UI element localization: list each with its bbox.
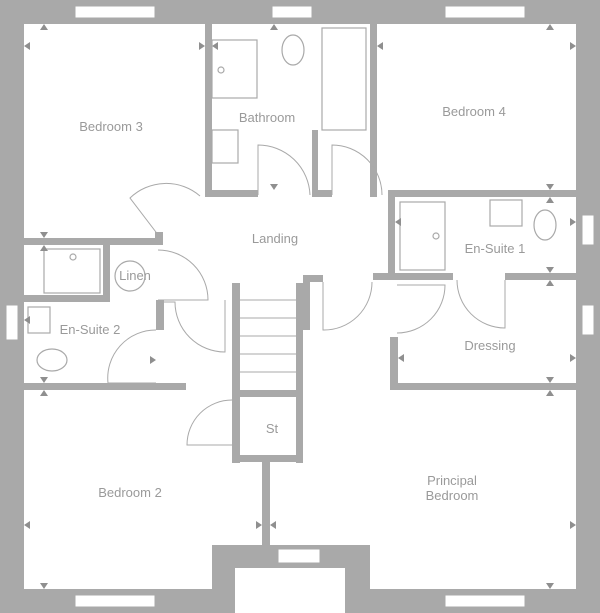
label-linen: Linen bbox=[119, 268, 151, 283]
label-store: St bbox=[266, 421, 279, 436]
toilet bbox=[281, 34, 305, 66]
doors bbox=[107, 144, 506, 446]
label-en-suite-2: En-Suite 2 bbox=[60, 322, 121, 337]
label-bedroom-4: Bedroom 4 bbox=[442, 104, 506, 119]
label-principal-bedroom-line1: Principal bbox=[427, 473, 477, 488]
label-bathroom: Bathroom bbox=[239, 110, 295, 125]
label-bedroom-3: Bedroom 3 bbox=[79, 119, 143, 134]
label-dressing: Dressing bbox=[464, 338, 515, 353]
room-labels: Bedroom 3 Bathroom Bedroom 4 Landing Lin… bbox=[60, 104, 526, 503]
label-principal-bedroom-line2: Bedroom bbox=[426, 488, 479, 503]
label-en-suite-1: En-Suite 1 bbox=[465, 241, 526, 256]
label-bedroom-2: Bedroom 2 bbox=[98, 485, 162, 500]
stairs bbox=[240, 299, 296, 373]
label-landing: Landing bbox=[252, 231, 298, 246]
fixtures bbox=[27, 27, 557, 372]
windows bbox=[5, 5, 595, 608]
